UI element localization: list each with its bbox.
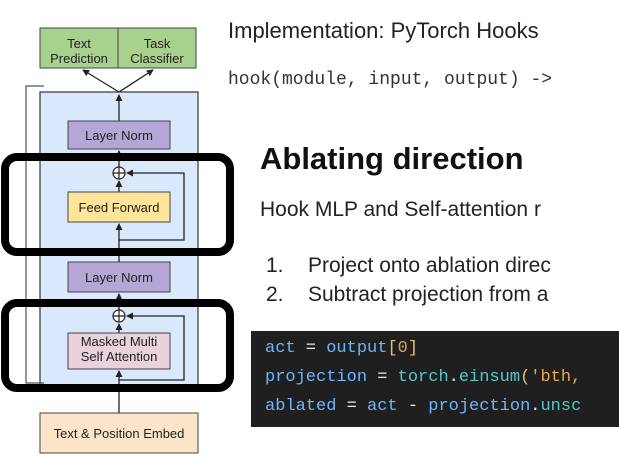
code-token: (: [520, 368, 531, 387]
code-token: output: [326, 339, 388, 358]
list-item: 2. Subtract projection from a: [260, 283, 551, 312]
upper-add-icon: [113, 167, 125, 179]
code-token: torch: [397, 368, 449, 387]
hook-signature: hook(module, input, output) ->: [228, 70, 553, 90]
arrow-to-task-classifier: [118, 69, 154, 93]
text-prediction-box: [39, 27, 119, 69]
code-token: .: [530, 397, 541, 416]
code-token: ]: [407, 339, 419, 358]
list-item: 1. Project onto ablation direc: [260, 254, 551, 283]
code-token: [: [387, 339, 398, 358]
code-token: 'bth,: [530, 368, 582, 387]
step-text: Project onto ablation direc: [308, 254, 551, 277]
attention-box: [67, 332, 171, 370]
embed-box: [39, 412, 199, 454]
embed-label: Text & Position Embed: [54, 426, 185, 441]
implementation-title: Implementation: PyTorch Hooks: [228, 18, 539, 43]
code-token: projection: [265, 368, 368, 387]
step-number: 1.: [266, 254, 284, 277]
code-token: ablated: [265, 397, 337, 416]
upper-residual-path: [119, 169, 185, 241]
code-token: .: [448, 368, 459, 387]
code-token: unsc: [540, 397, 582, 416]
lower-add-icon: [113, 310, 125, 322]
lower-layer-norm-box: [67, 261, 171, 293]
section-subtitle: Hook MLP and Self-attention r: [260, 198, 541, 221]
code-token: 0: [397, 339, 408, 358]
steps-list: 1. Project onto ablation direc 2. Subtract…: [260, 254, 551, 312]
highlight-attention: [1, 299, 234, 392]
upper-layer-norm-box: [67, 120, 171, 150]
code-token: =: [367, 368, 398, 387]
highlight-mlp: [1, 153, 234, 256]
code-token: einsum: [458, 368, 521, 387]
step-number: 2.: [266, 283, 284, 306]
code-token: =: [295, 339, 327, 358]
lower-residual-path: [119, 312, 185, 381]
repeat-bracket: [25, 85, 44, 384]
code-token: act: [265, 339, 296, 358]
code-token: projection: [428, 397, 531, 416]
feed-forward-label: Feed Forward: [79, 200, 160, 215]
code-line: act = output[0]: [265, 339, 418, 358]
step-text: Subtract projection from a: [308, 283, 549, 306]
upper-layer-norm-label: Layer Norm: [85, 128, 153, 143]
code-token: act: [367, 397, 398, 416]
task-classifier-box: [117, 27, 197, 69]
code-token: -: [397, 397, 429, 416]
lower-layer-norm-label: Layer Norm: [85, 270, 153, 285]
code-token: =: [336, 397, 368, 416]
code-line: projection = torch.einsum('bth,: [265, 368, 581, 387]
code-line: ablated = act - projection.unsc: [265, 397, 581, 416]
code-block: act = output[0] projection = torch.einsu…: [251, 331, 619, 427]
feed-forward-box: [67, 191, 171, 223]
section-heading: Ablating direction: [260, 141, 524, 176]
arrow-to-text-prediction: [82, 69, 120, 93]
